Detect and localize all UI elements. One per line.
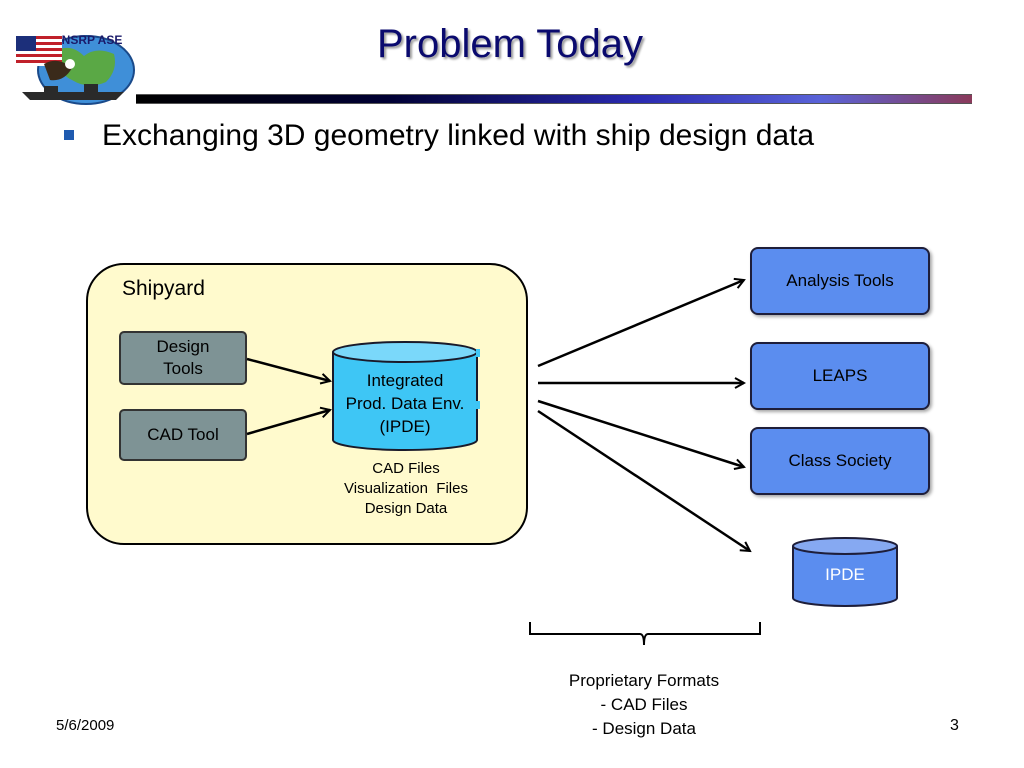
- bullet-square-icon: [64, 130, 74, 140]
- ipde-caption-line-3: Design Data: [364, 500, 448, 517]
- formats-line-2: - CAD Files: [600, 695, 688, 714]
- ipde-contents-caption: CAD Files Visualization Files Design Dat…: [318, 459, 494, 519]
- ipde-caption-line-1: CAD Files: [372, 460, 440, 477]
- design-tools-line-1: Design: [156, 337, 210, 356]
- ipde-main-label: Integrated Prod. Data Env. (IPDE): [330, 369, 480, 438]
- analysis-tools-box: Analysis Tools: [750, 247, 930, 315]
- ipde-caption-line-2: Visualization Files: [344, 480, 468, 497]
- proprietary-formats-caption: Proprietary Formats - CAD Files - Design…: [530, 669, 758, 741]
- arrow-cad-tool-to-ipde: [246, 410, 330, 436]
- footer-page-number: 3: [950, 717, 959, 734]
- nsrp-ase-logo: NSRP ASE: [14, 30, 136, 106]
- bullet-text: Exchanging 3D geometry linked with ship …: [102, 119, 815, 152]
- proprietary-formats-bracket: [529, 622, 761, 646]
- shipyard-label: Shipyard: [122, 277, 205, 300]
- formats-line-1: Proprietary Formats: [568, 671, 720, 690]
- arrow-to-analysis-tools: [537, 280, 744, 368]
- design-tools-box: Design Tools: [119, 331, 247, 385]
- slide-title: Problem Today: [376, 22, 644, 66]
- arrow-to-ipde-target: [537, 409, 750, 551]
- arrow-to-class-society: [537, 399, 744, 467]
- arrow-design-tools-to-ipde: [246, 357, 330, 381]
- leaps-box: LEAPS: [750, 342, 930, 410]
- cad-tool-box: CAD Tool: [119, 409, 247, 461]
- ipde-target-label: IPDE: [825, 565, 865, 584]
- ipde-database-icon: [332, 341, 480, 451]
- leaps-label: LEAPS: [812, 366, 868, 385]
- cad-tool-label: CAD Tool: [147, 425, 219, 444]
- formats-line-3: - Design Data: [592, 719, 696, 738]
- logo-text: NSRP ASE: [62, 33, 123, 47]
- class-society-label: Class Society: [788, 451, 892, 470]
- ipde-target-database-icon: [792, 537, 898, 607]
- footer-date: 5/6/2009: [56, 717, 115, 734]
- design-tools-line-2: Tools: [163, 359, 203, 378]
- ipde-main-line-1: Integrated: [366, 371, 444, 390]
- analysis-tools-label: Analysis Tools: [786, 271, 894, 290]
- ipde-main-line-2: Prod. Data Env.: [345, 394, 465, 413]
- class-society-box: Class Society: [750, 427, 930, 495]
- ipde-main-line-3: (IPDE): [379, 417, 431, 436]
- title-divider: [136, 94, 972, 104]
